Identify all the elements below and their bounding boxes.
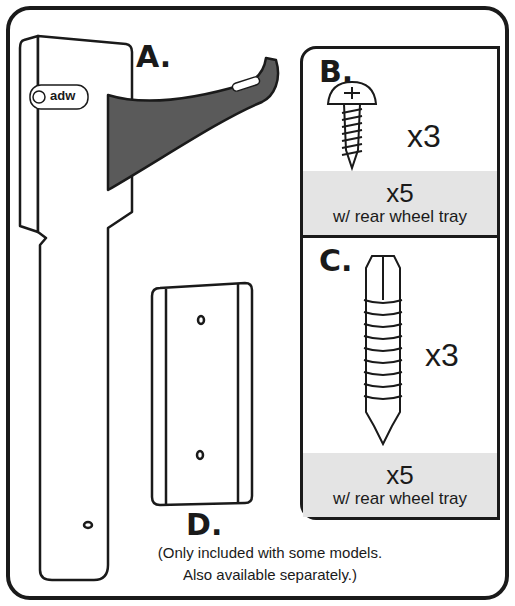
note: (Only included with some models. Also av… xyxy=(145,542,395,586)
quantity-note: w/ rear wheel tray xyxy=(333,490,467,509)
quantity-band: x5w/ rear wheel tray xyxy=(303,453,497,517)
bracket-a xyxy=(20,36,278,580)
outer-frame xyxy=(8,8,507,598)
quantity-band: x5w/ rear wheel tray xyxy=(303,171,497,235)
quantity: x3 xyxy=(425,338,459,373)
quantity: x5 xyxy=(386,461,413,490)
part-letter: A. xyxy=(136,40,171,73)
part-panel: C. x3 x5w/ rear wheel tray xyxy=(300,235,500,520)
part-panel: B. x3 x5w/ rear wheel tray xyxy=(300,46,500,238)
quantity: x3 xyxy=(407,119,441,154)
quantity-note: w/ rear wheel tray xyxy=(333,208,467,227)
screw-b xyxy=(328,82,376,168)
part-letter: D. xyxy=(186,508,222,541)
wall-anchor-c xyxy=(364,256,402,444)
part-letter: B. xyxy=(319,55,353,88)
quantity: x5 xyxy=(386,179,413,208)
channel-d xyxy=(152,283,252,505)
logo-text: adw xyxy=(50,89,75,103)
part-letter: C. xyxy=(319,244,352,277)
